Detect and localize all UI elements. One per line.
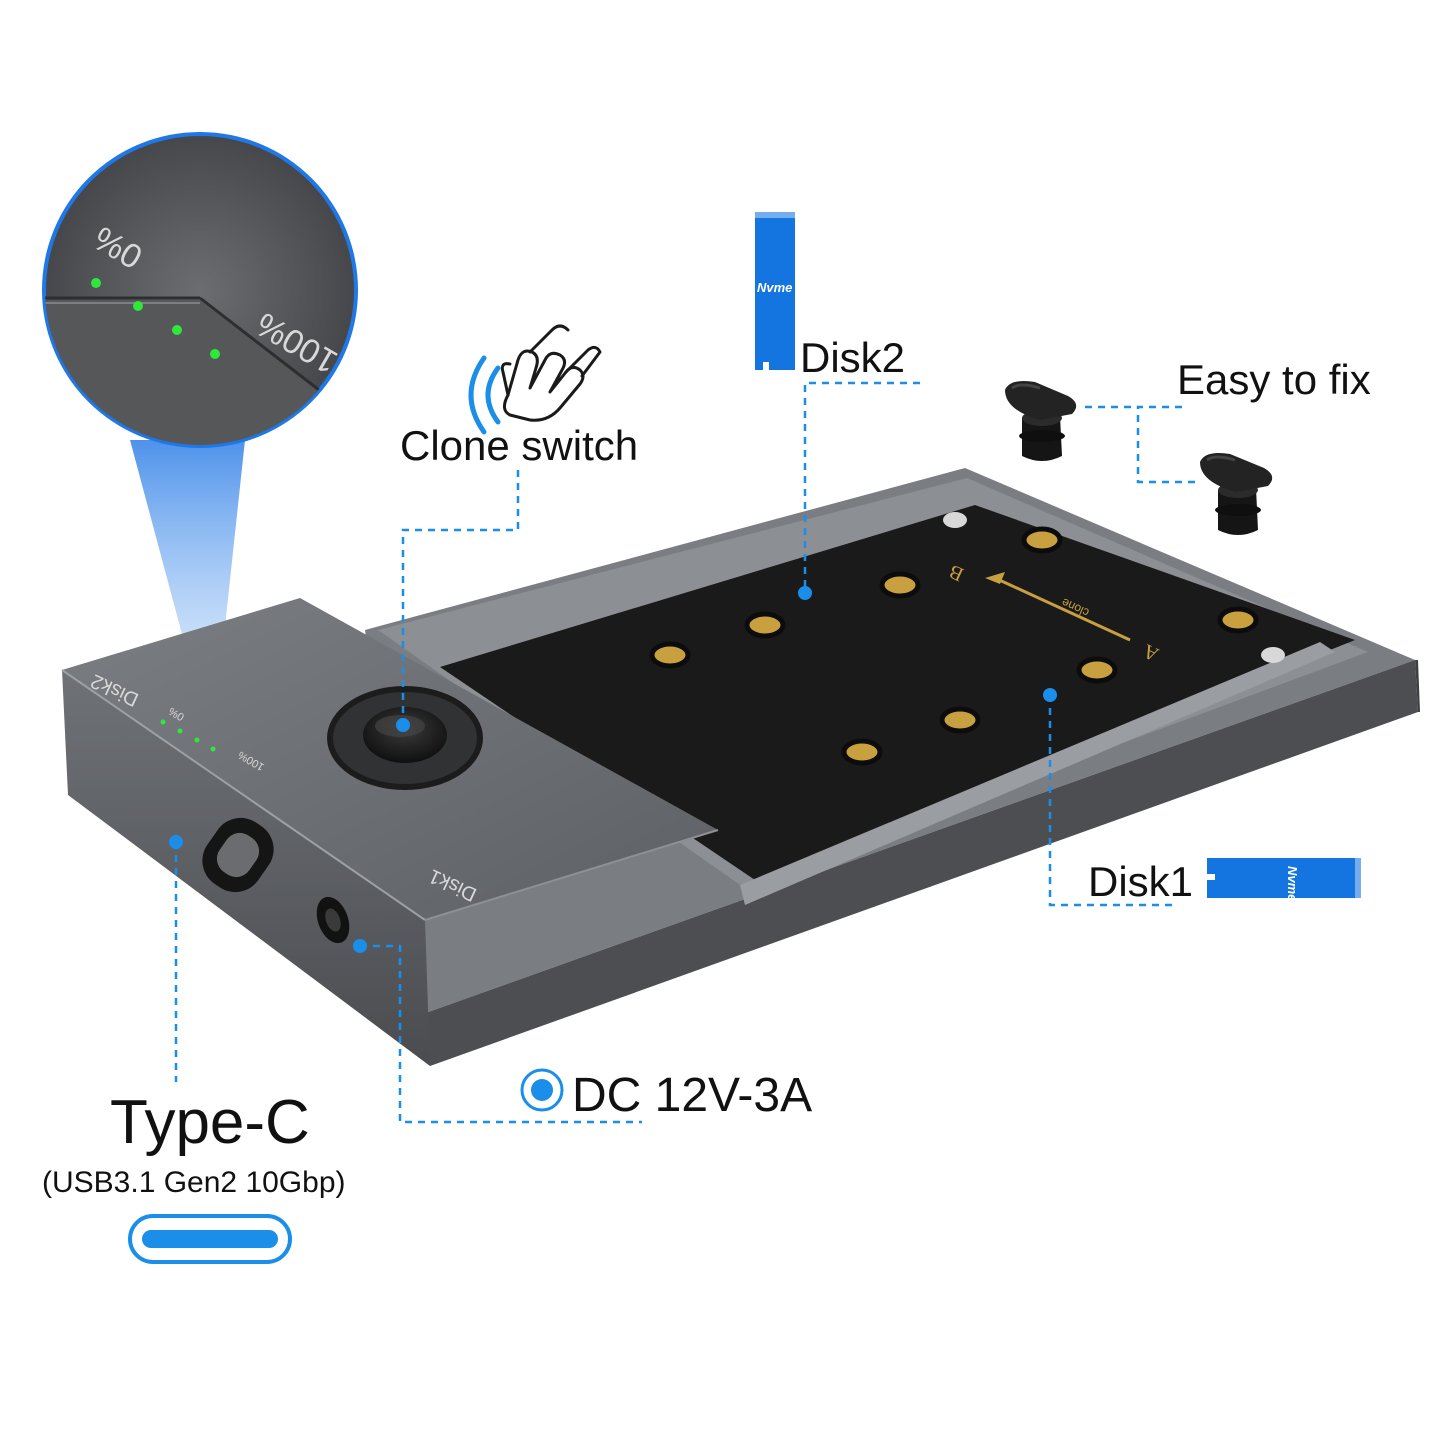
disk1-ssd-label: Nvme [1285, 866, 1300, 901]
leader-lines [174, 381, 1198, 1124]
fix-knob-1 [1005, 381, 1077, 461]
type-c-spec: (USB3.1 Gen2 10Gbp) [42, 1166, 346, 1199]
type-c-port [202, 817, 274, 893]
dc-target-icon [520, 1068, 564, 1112]
clone-switch-dot [396, 718, 410, 732]
type-c-connector-icon [128, 1214, 292, 1264]
disk2-dot [798, 586, 812, 600]
ssd-bay [440, 505, 1355, 880]
zoom-led-1 [91, 278, 101, 288]
disk2-ssd-stick: Nvme [755, 212, 795, 372]
dc-power-label: DC 12V-3A [572, 1069, 813, 1122]
clone-dock-device: clone A B Disk2 Disk1 0% 100% [61, 468, 1420, 1066]
clone-switch-label: Clone switch [400, 422, 639, 469]
zoom-led-3 [172, 325, 182, 335]
dc-port [316, 896, 350, 944]
easy-to-fix-label: Easy to fix [1177, 356, 1371, 403]
device-progress-leds [160, 719, 216, 752]
screw-holes [649, 526, 1259, 766]
disk2-label: Disk2 [800, 334, 906, 381]
disk1-dot [1043, 688, 1057, 702]
type-c-dot [169, 835, 183, 849]
zoom-led-2 [133, 301, 143, 311]
zoom-led-4 [210, 349, 220, 359]
disk1-label: Disk1 [1088, 858, 1194, 905]
clone-switch-button[interactable] [327, 686, 483, 790]
fix-knob-2 [1200, 453, 1273, 535]
led-zoom-magnifier: 0% 100% [42, 132, 358, 448]
leader-dots [169, 586, 1057, 953]
disk1-ssd-stick: Nvme [1205, 858, 1361, 901]
touch-wave-icon [468, 355, 501, 435]
touch-hand-icon [500, 324, 602, 422]
disk2-ssd-label: Nvme [757, 280, 792, 295]
type-c-title: Type-C [110, 1088, 310, 1157]
dc-dot [353, 939, 367, 953]
